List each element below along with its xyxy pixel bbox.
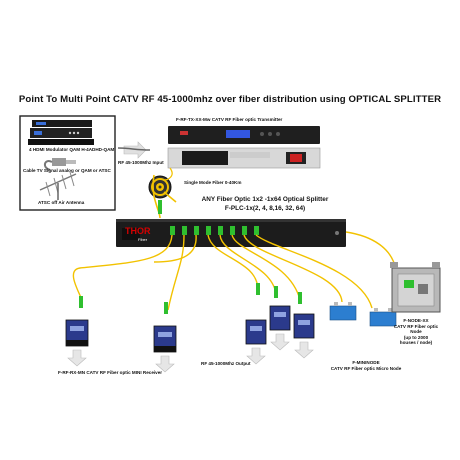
transmitter-label: F-RF-TX-XX-Mw CATV RF Fiber optic Transm… [176, 117, 283, 122]
fnode-line-4: (up to 2000 [403, 334, 429, 340]
fiber-reel-icon [148, 167, 177, 203]
fnode-line-2: CATV RF Fiber optic [393, 323, 439, 329]
mini-receiver-icon [293, 313, 315, 339]
micro-node-label: F-MININODE CATV RF Fiber optic Micro Nod… [318, 360, 414, 372]
antenna-label: ATSC off Air Antenna [38, 200, 85, 205]
input-devices-frame [19, 115, 116, 211]
splitter-label-1: ANY Fiber Optic 1x2 -1x64 Optical Splitt… [201, 196, 329, 203]
fnode-line-1: F-NODE-XX [403, 318, 429, 323]
mini-receiver-icon [65, 319, 89, 347]
single-mode-label: Single Mode Fiber 0-40Km [184, 180, 242, 185]
fmininode-line-2: CATV RF Fiber optic Micro Node [330, 366, 402, 371]
distribution-fibers [72, 231, 397, 311]
receiver-label: F-RF-RX-MN CATV RF Fiber optic MINI Rece… [58, 370, 163, 375]
coax-cable-icon [44, 158, 76, 171]
down-arrow-icon [294, 341, 314, 359]
thor-logo-sub: Fiber [138, 237, 148, 242]
optical-splitter-rack-icon [116, 219, 346, 247]
down-arrow-icon [67, 349, 87, 367]
cable-tv-label: Cable TV Signal analog or QAM or ATSC [23, 168, 111, 173]
fiber-node-label: F-NODE-XX CATV RF Fiber optic Node (up t… [386, 318, 446, 346]
down-arrow-icon [155, 355, 175, 373]
fnode-line-3: Node [410, 329, 422, 335]
splitter-label-2: F-PLC-1x(2, 4, 8,16, 32, 64) [224, 205, 306, 212]
rf-transmitter-rack-icon [167, 126, 321, 169]
micro-node-icon [369, 308, 397, 327]
fnode-line-5: houses / node) [399, 340, 433, 346]
mini-receiver-icon [245, 319, 267, 345]
down-arrow-icon [270, 333, 290, 351]
diagram-title: Point To Multi Point CATV RF 45-1000mhz … [18, 94, 442, 105]
rf-output-label: RF 45-1000Mhz Output [201, 361, 251, 366]
hdmi-modulator-icon [28, 120, 94, 145]
input-arrow-icon [123, 141, 147, 159]
mini-receiver-icon [269, 305, 291, 331]
modulator-label: 4 HDMI Modulator QAM H-4ADHD-QAM [29, 147, 115, 152]
thor-logo: THOR [125, 226, 151, 236]
rf-input-label: RF 45-1000Mhz Input [118, 160, 164, 165]
mini-receiver-icon [153, 325, 177, 353]
micro-node-icon [329, 302, 357, 321]
down-arrow-icon [246, 347, 266, 365]
splitter-ports [170, 226, 259, 235]
fmininode-line-1: F-MININODE [352, 360, 380, 365]
fiber-node-icon [390, 262, 441, 313]
atsc-antenna-icon [39, 171, 77, 200]
